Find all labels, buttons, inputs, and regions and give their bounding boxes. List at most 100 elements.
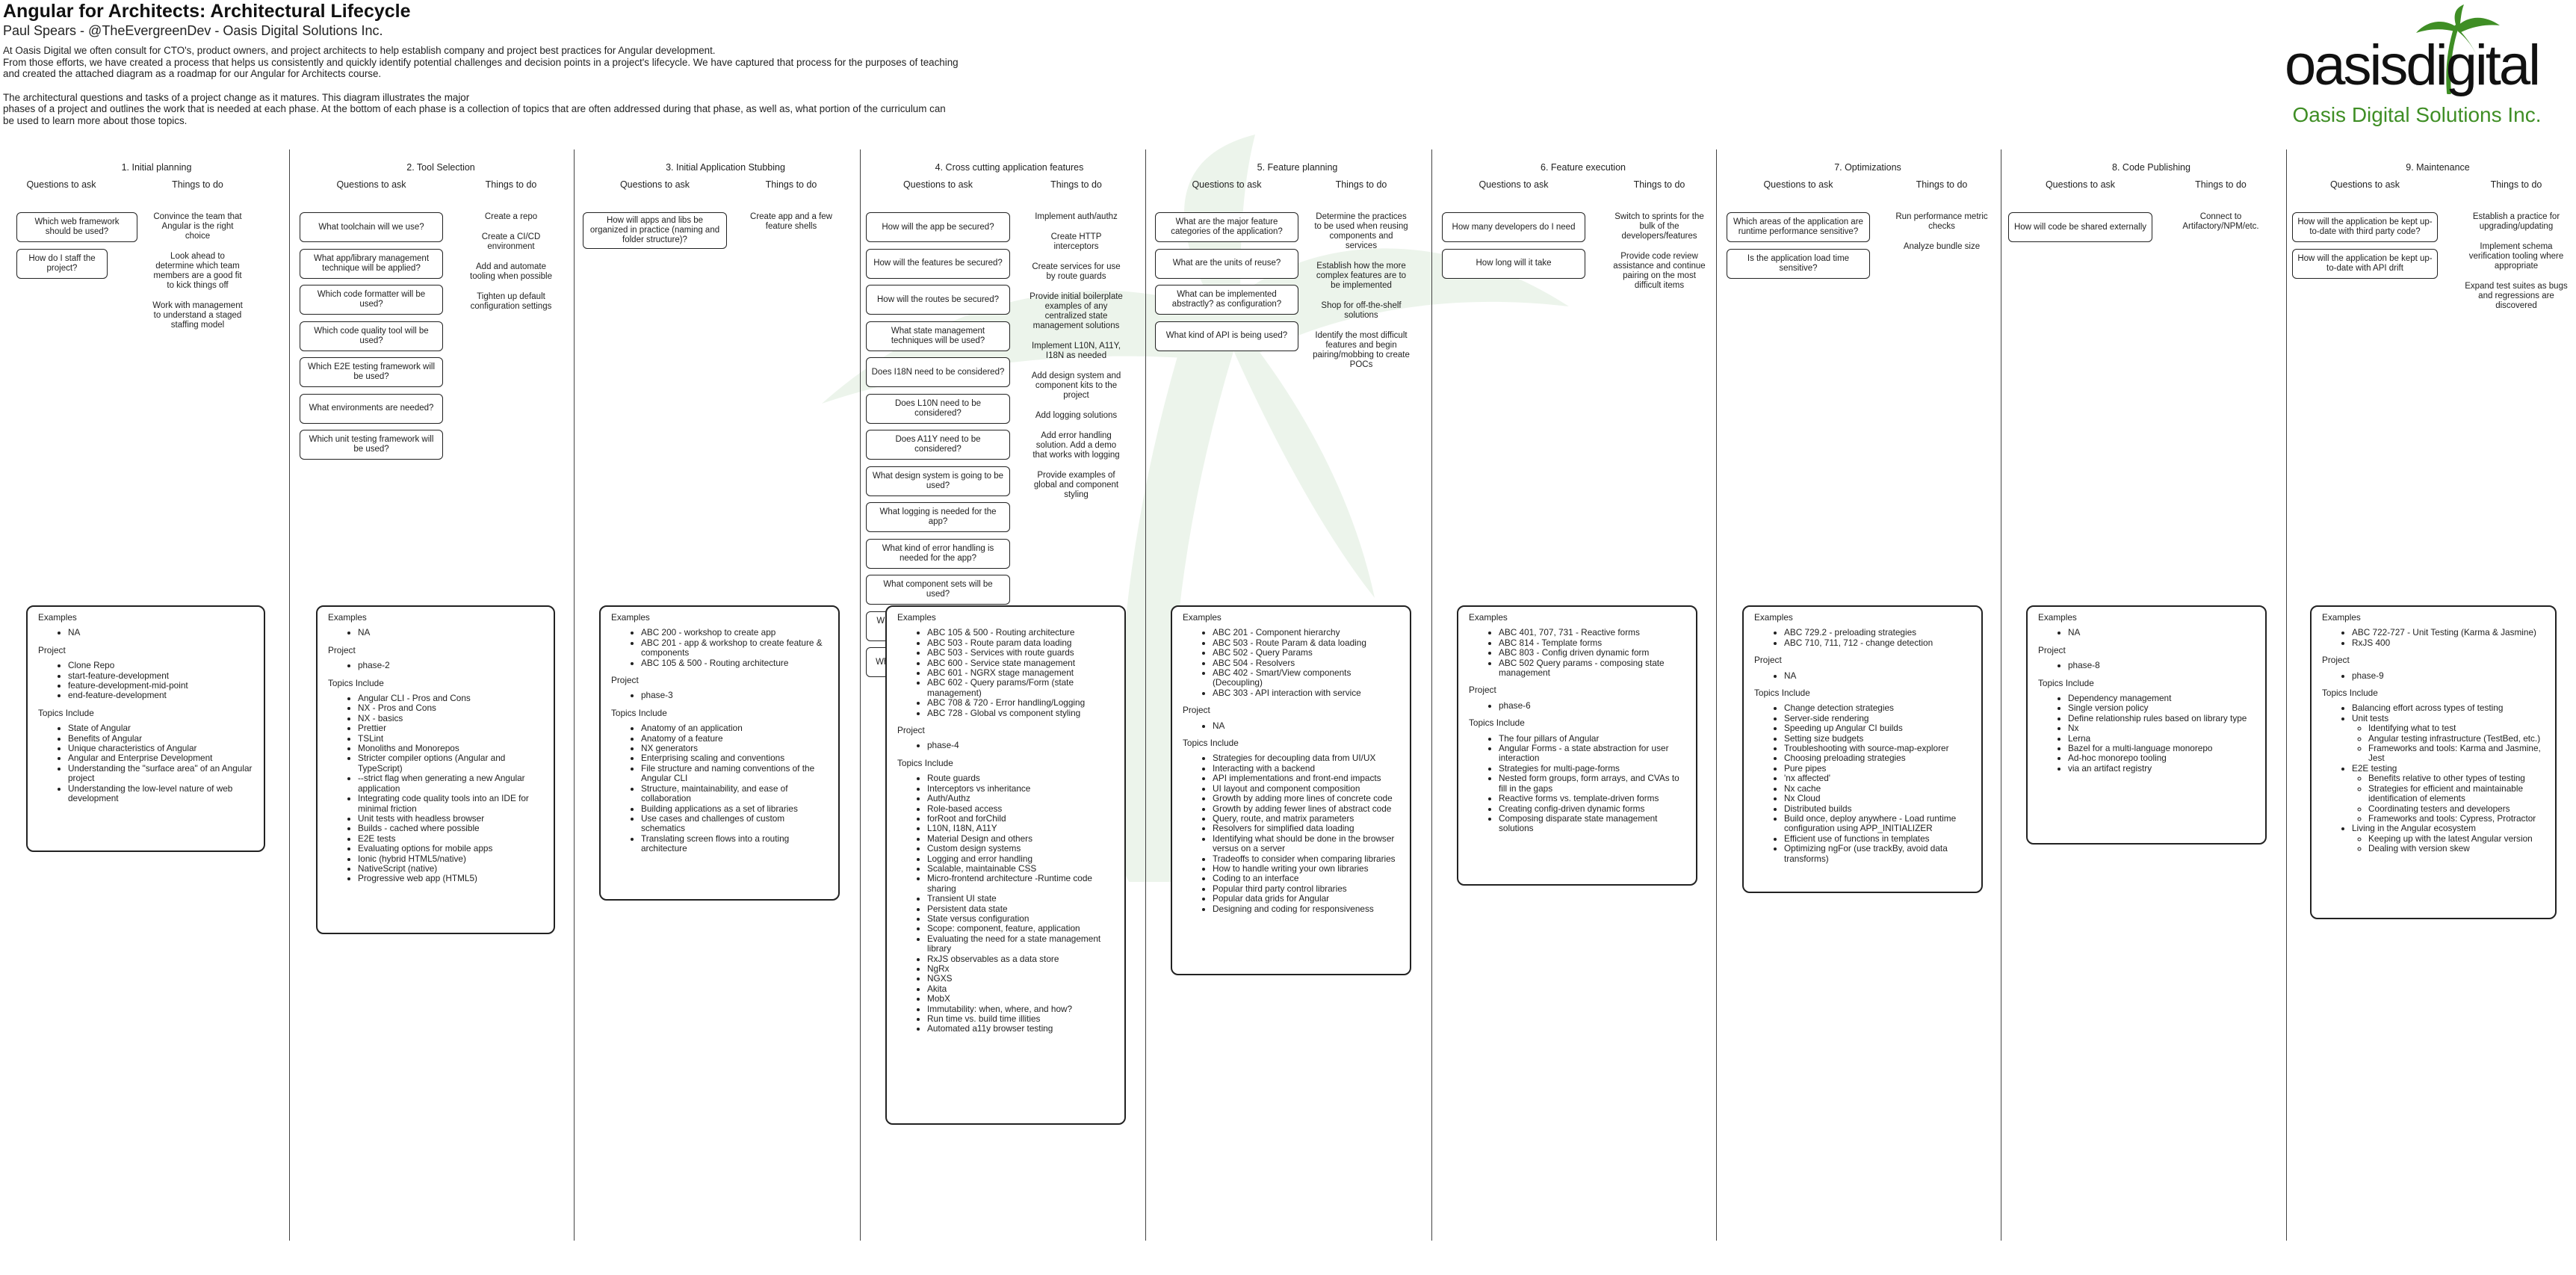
question-box: Which unit testing framework will be use… (300, 430, 443, 460)
topic-item: Translating screen flows into a routing … (641, 833, 829, 854)
todo-item: Look ahead to determine which team membe… (153, 252, 242, 290)
example-item: ABC 814 - Template forms (1499, 638, 1687, 648)
example-item: NA (2068, 627, 2256, 638)
question-box: Does L10N need to be considered? (866, 393, 1010, 424)
topic-item: Ionic (hybrid HTML5/native) (358, 853, 545, 864)
todo-list: Create app and a few feature shells (743, 212, 839, 232)
todo-item: Provide examples of global and component… (1033, 471, 1119, 499)
things-header: Things to do (485, 179, 537, 190)
topic-item: Nested form groups, form arrays, and CVA… (1499, 774, 1687, 794)
question-box: What state management techniques will be… (866, 321, 1010, 351)
project-item: Clone Repo (68, 660, 255, 670)
todo-item: Convince the team that Angular is the ri… (153, 212, 242, 241)
todo-item: Create HTTP interceptors (1050, 232, 1102, 251)
todo-item: Expand test suites as bugs and regressio… (2465, 282, 2568, 310)
company-name: Oasis Digital Solutions Inc. (2292, 103, 2542, 126)
todo-item: Add and automate tooling when possible (470, 262, 552, 281)
topics-label: Topics Include (897, 757, 953, 768)
example-item: RxJS 400 (2352, 638, 2546, 648)
todo-item: Work with management to understand a sta… (152, 301, 243, 330)
topic-list: Strategies for decoupling data from UI/U… (1183, 753, 1401, 914)
todo-item: Run performance metric checks (1895, 212, 1988, 231)
topic-list: Anatomy of an applicationAnatomy of a fe… (611, 723, 829, 853)
palm-tree-icon (2416, 4, 2500, 94)
topic-item: Balancing effort across types of testing (2352, 703, 2546, 713)
project-list: phase-6 (1469, 700, 1687, 711)
example-list: ABC 401, 707, 731 - Reactive formsABC 81… (1469, 627, 1687, 679)
example-item: ABC 303 - API interaction with service (1213, 688, 1401, 698)
topic-item: Persistent data state (927, 904, 1115, 914)
example-item: NA (68, 627, 255, 638)
examples-label: Examples (328, 612, 367, 623)
topic-item: Distributed builds (1784, 803, 1972, 814)
topic-item: Setting size budgets (1784, 733, 1972, 744)
topics-label: Topics Include (1183, 738, 1239, 749)
topic-item: Building applications as a set of librar… (641, 803, 829, 814)
question-box: How will apps and libs be organized in p… (583, 212, 727, 249)
page-author: Paul Spears - @TheEvergreenDev - Oasis D… (3, 23, 383, 38)
topic-item: Material Design and others (927, 833, 1115, 844)
topic-item: File structure and naming conventions of… (641, 763, 829, 784)
topic-item: Popular data grids for Angular (1213, 893, 1401, 904)
question-list: What are the major feature categories of… (1155, 212, 1298, 351)
project-item: start-feature-development (68, 670, 255, 681)
topics-box: ExamplesABC 722-727 - Unit Testing (Karm… (2310, 605, 2557, 919)
example-item: ABC 729.2 - preloading strategies (1784, 627, 1972, 638)
questions-header: Questions to ask (336, 179, 406, 190)
topic-item: Unique characteristics of Angular (68, 743, 255, 753)
topic-item: Speeding up Angular CI builds (1784, 723, 1972, 733)
topics-label: Topics Include (611, 707, 667, 718)
question-box: What can be implemented abstractly? as c… (1155, 285, 1298, 315)
topic-list: The four pillars of AngularAngular Forms… (1469, 733, 1687, 834)
question-list: How will code be shared externally (2008, 212, 2152, 242)
things-header: Things to do (765, 179, 817, 190)
topic-item: NX - Pros and Cons (358, 703, 545, 714)
subtopic-item: Coordinating testers and developers (2368, 803, 2546, 814)
project-list: Clone Repostart-feature-developmentfeatu… (38, 660, 255, 701)
topic-item: State of Angular (68, 723, 255, 733)
page-title: Angular for Architects: Architectural Li… (3, 1, 411, 22)
project-item: end-feature-development (68, 691, 255, 701)
topic-item: Living in the Angular ecosystemKeeping u… (2352, 824, 2546, 853)
project-label: Project (611, 675, 639, 686)
topic-item: Angular Forms - a state abstraction for … (1499, 743, 1687, 764)
examples-label: Examples (38, 612, 77, 623)
project-item: phase-9 (2352, 670, 2546, 681)
questions-header: Questions to ask (902, 179, 973, 190)
topic-item: E2E testingBenefits relative to other ty… (2352, 763, 2546, 824)
topic-text: Balancing effort across types of testing (2352, 703, 2504, 714)
phase-title: 2. Tool Selection (406, 162, 475, 173)
todo-item: Create app and a few feature shells (750, 212, 832, 231)
questions-header: Questions to ask (1192, 179, 1262, 190)
question-box: Which web framework should be used? (16, 212, 137, 242)
topic-item: Nx cache (1784, 783, 1972, 794)
todo-item: Provide initial boilerplate examples of … (1030, 292, 1123, 330)
topic-item: State versus configuration (927, 913, 1115, 924)
project-item: NA (1213, 720, 1401, 731)
example-item: ABC 708 & 720 - Error handling/Logging (927, 697, 1115, 708)
topic-list: Angular CLI - Pros and ConsNX - Pros and… (328, 693, 545, 884)
topic-item: Ad-hoc monorepo tooling (2068, 753, 2256, 764)
topic-item: Builds - cached where possible (358, 823, 545, 833)
intro-paragraph: At Oasis Digital we often consult for CT… (3, 45, 959, 79)
todo-item: Establish a practice for upgrading/updat… (2472, 212, 2560, 231)
example-item: ABC 502 Query params - composing state m… (1499, 658, 1687, 679)
topic-item: Use cases and challenges of custom schem… (641, 813, 829, 834)
topic-item: Interacting with a backend (1213, 763, 1401, 774)
phase-title: 3. Initial Application Stubbing (666, 162, 785, 173)
topic-item: via an artifact registry (2068, 763, 2256, 774)
topics-label: Topics Include (1469, 717, 1525, 729)
question-box: Is the application load time sensitive? (1727, 248, 1870, 279)
subtopic-item: Strategies for efficient and maintainabl… (2368, 783, 2546, 804)
description-paragraph: The architectural questions and tasks of… (3, 91, 946, 126)
page-header: Angular for Architects: Architectural Li… (3, 0, 1049, 126)
example-item: ABC 503 - Route Param & data loading (1213, 638, 1401, 648)
topics-label: Topics Include (38, 707, 94, 718)
topic-item: TSLint (358, 733, 545, 744)
topic-item: Efficient use of functions in templates (1784, 833, 1972, 844)
topic-item: Lerna (2068, 733, 2256, 744)
